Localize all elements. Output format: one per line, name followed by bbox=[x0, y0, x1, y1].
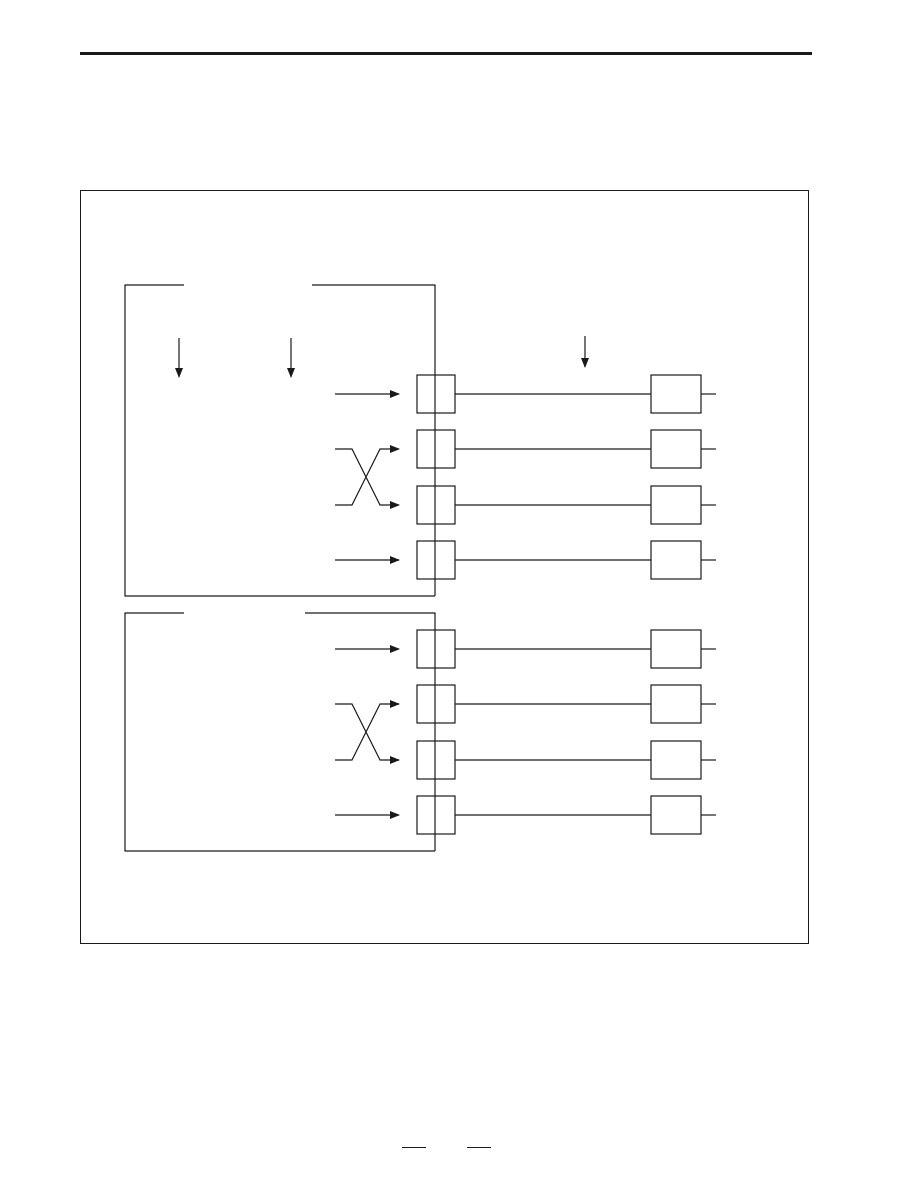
output-block bbox=[650, 740, 702, 780]
input-node-block bbox=[416, 429, 456, 469]
crossed-input-a bbox=[335, 703, 400, 764]
input-node-block bbox=[416, 684, 456, 724]
input-node-block bbox=[416, 629, 456, 669]
output-block bbox=[650, 374, 702, 414]
footer-overbar-2 bbox=[467, 1147, 491, 1148]
input-node-block bbox=[416, 485, 456, 525]
upper-module-outline bbox=[124, 284, 436, 597]
footer-overbar-1 bbox=[402, 1147, 426, 1148]
input-node-block bbox=[416, 740, 456, 780]
output-block bbox=[650, 795, 702, 835]
header-rule bbox=[80, 52, 812, 55]
input-node-block bbox=[416, 374, 456, 414]
output-block bbox=[650, 540, 702, 580]
output-block bbox=[650, 485, 702, 525]
output-block bbox=[650, 429, 702, 469]
figure-frame bbox=[80, 190, 809, 944]
lower-module-outline bbox=[124, 612, 436, 852]
input-node-block bbox=[416, 540, 456, 580]
output-block bbox=[650, 684, 702, 724]
crossed-input-b bbox=[335, 445, 400, 506]
crossed-input-b bbox=[335, 700, 400, 761]
input-node-block bbox=[416, 795, 456, 835]
crossed-input-a bbox=[335, 448, 400, 509]
output-block bbox=[650, 629, 702, 669]
